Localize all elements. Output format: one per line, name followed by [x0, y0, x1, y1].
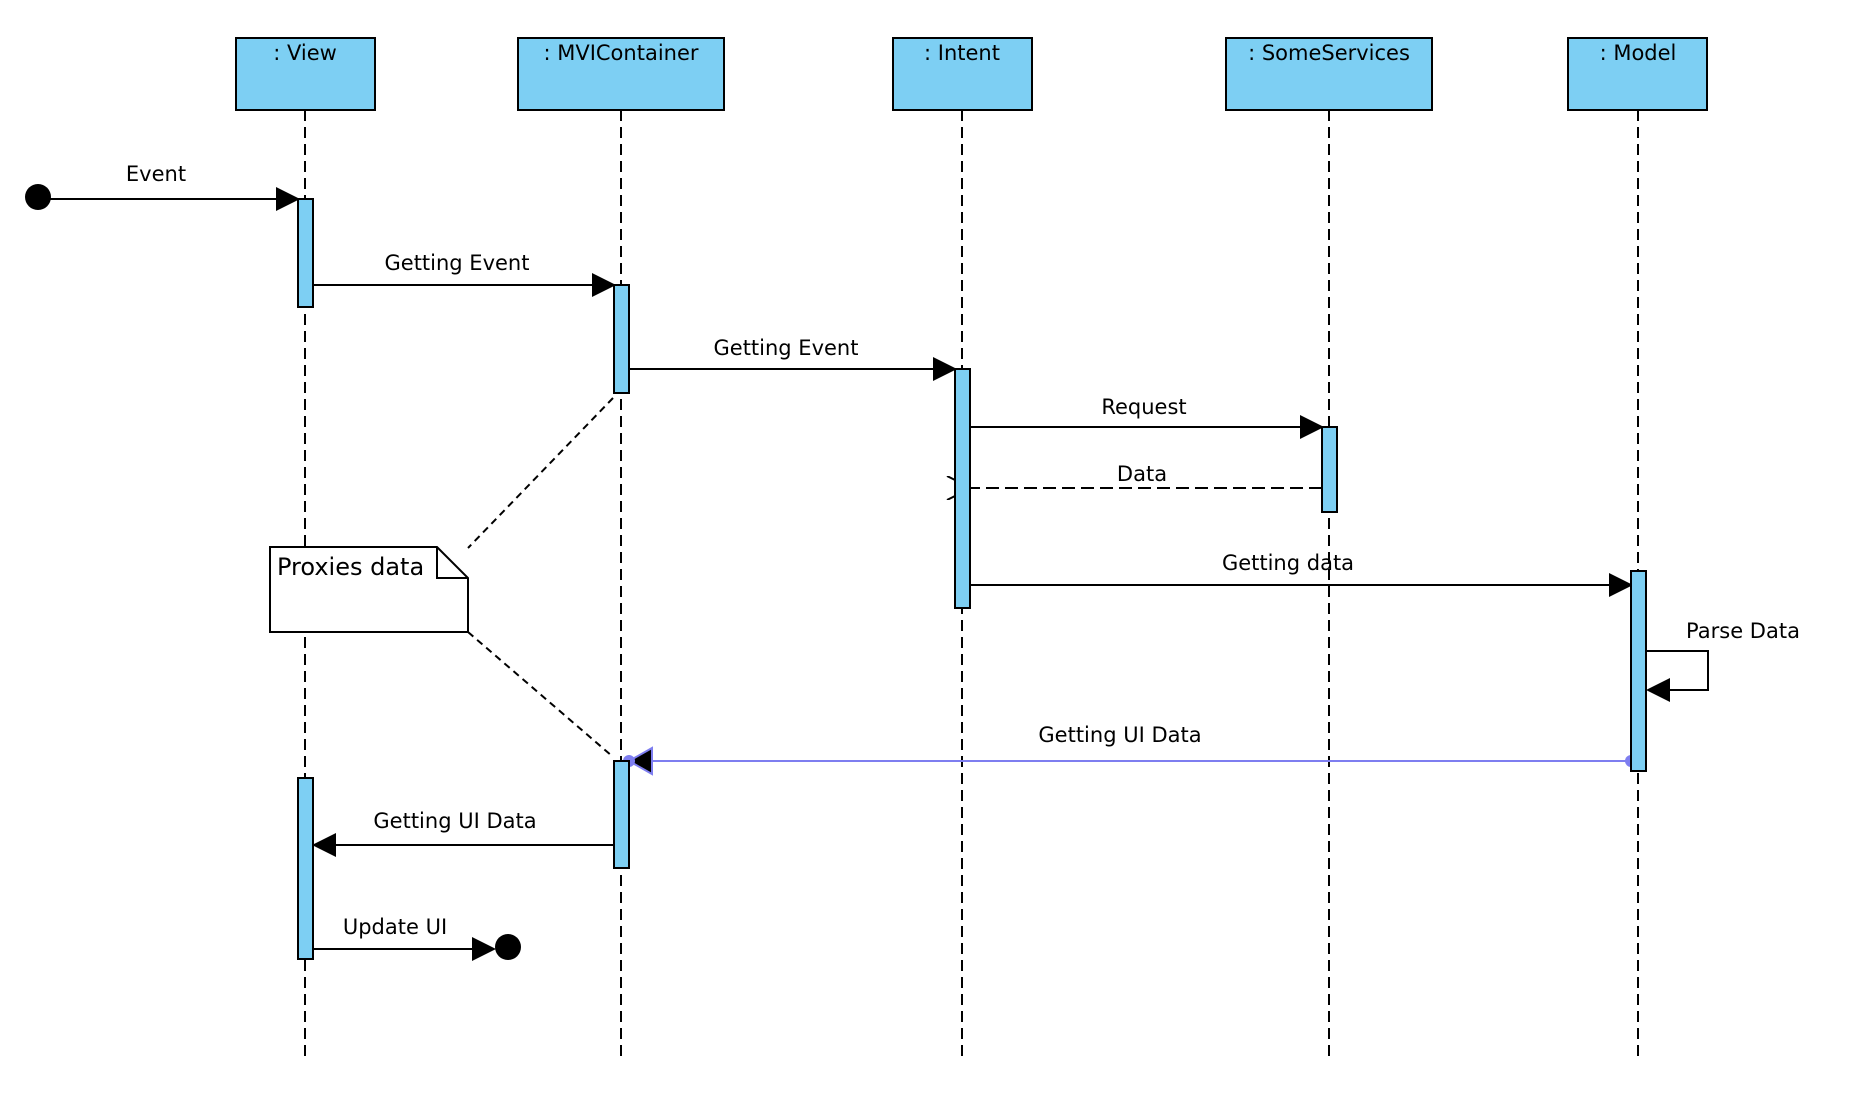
lifeline-box-intent[interactable]: : Intent [892, 37, 1033, 111]
messages: Event Getting Event Getting Event Reques… [25, 162, 1800, 961]
lifeline-label-model: : Model [1600, 41, 1677, 65]
activation-bar[interactable] [1630, 570, 1647, 772]
note-connector-bottom [467, 631, 613, 757]
activation-bar[interactable] [1321, 426, 1338, 513]
message-label-parse-data: Parse Data [1686, 619, 1800, 643]
message-label-event: Event [126, 162, 186, 186]
message-label-getting-ui-data-1: Getting UI Data [1038, 723, 1201, 747]
activations [297, 198, 1647, 960]
message-label-request: Request [1101, 395, 1186, 419]
message-label-getting-event-2: Getting Event [714, 336, 859, 360]
lifeline-label-someservices: : SomeServices [1248, 41, 1410, 65]
note-proxies-data[interactable]: Proxies data [269, 397, 614, 757]
lifeline-label-mvicontainer: : MVIContainer [543, 41, 698, 65]
initial-node-icon [25, 184, 51, 210]
activation-bar[interactable] [297, 777, 314, 960]
lifeline-label-intent: : Intent [924, 41, 1000, 65]
message-arrow-parse-data[interactable] [1646, 650, 1709, 702]
lifeline-headers: : View : MVIContainer : Intent : SomeSer… [235, 37, 1708, 111]
message-label-data: Data [1117, 462, 1167, 486]
lifeline-label-view: : View [273, 41, 337, 65]
lifeline-box-view[interactable]: : View [235, 37, 376, 111]
note-connector-top [467, 397, 614, 549]
activation-bar[interactable] [613, 760, 630, 869]
lifeline-box-someservices[interactable]: : SomeServices [1225, 37, 1433, 111]
activation-bar[interactable] [613, 284, 630, 394]
activation-bar[interactable] [954, 368, 971, 609]
final-node-icon [495, 934, 521, 960]
message-label-getting-event-1: Getting Event [385, 251, 530, 275]
note-text: Proxies data [277, 553, 424, 581]
message-label-getting-data: Getting data [1222, 551, 1354, 575]
note-shape [269, 546, 469, 633]
message-label-update-ui: Update UI [343, 915, 447, 939]
activation-bar[interactable] [297, 198, 314, 308]
lifeline-box-mvicontainer[interactable]: : MVIContainer [517, 37, 725, 111]
message-label-getting-ui-data-2: Getting UI Data [373, 809, 536, 833]
note-fold [436, 547, 468, 579]
message-arrowhead-getting-ui-data-1 [626, 746, 653, 776]
lifeline-box-model[interactable]: : Model [1567, 37, 1708, 111]
